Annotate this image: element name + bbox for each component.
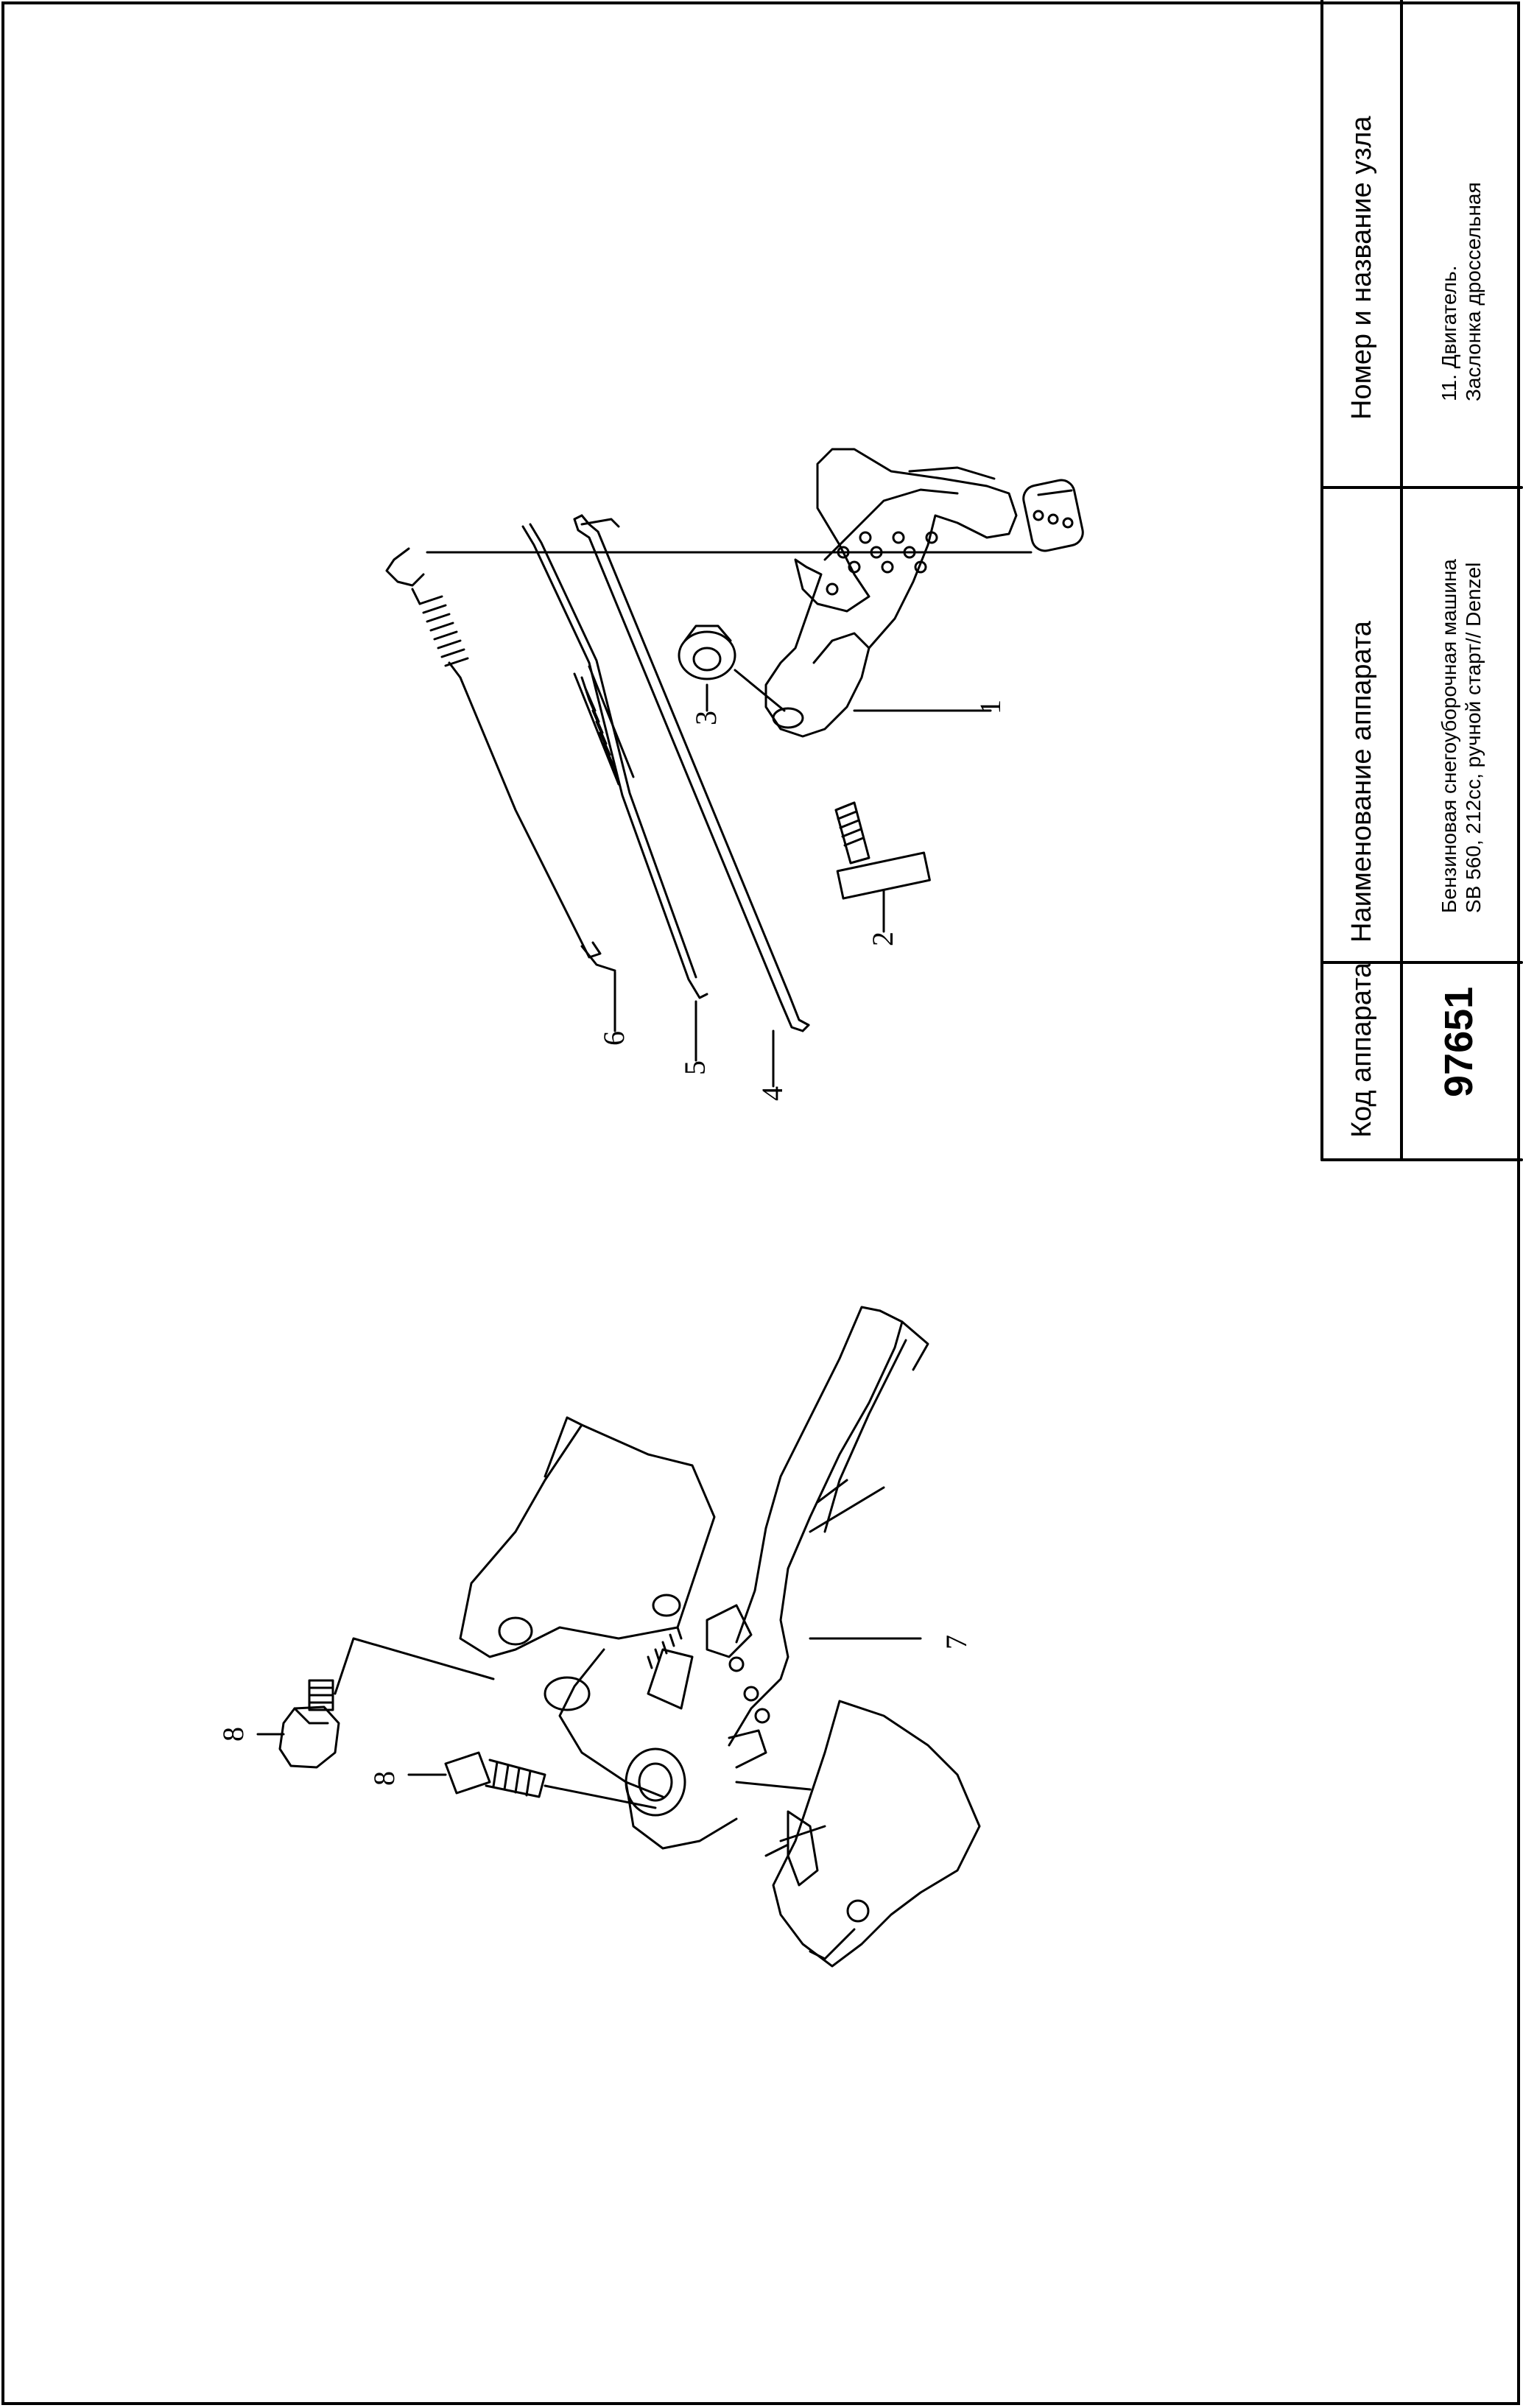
part-8a-bolt (256, 1637, 495, 1769)
callout-7: 7 (940, 1635, 973, 1650)
code-header: Код аппарата (1346, 962, 1377, 1138)
device-name-line2: SB 560, 212сс, ручной старт// Denzel (1462, 562, 1485, 913)
part-3-nut (678, 624, 786, 712)
part-5-spring-rod (521, 523, 708, 1062)
callout-6: 6 (597, 1031, 630, 1046)
name-header: Наименование аппарата (1346, 621, 1377, 943)
callout-5: 5 (678, 1060, 711, 1075)
device-name-line1: Бензиновая снегоуборочная машина (1438, 559, 1460, 913)
callout-4: 4 (756, 1086, 789, 1101)
part-1-throttle-bracket (764, 448, 1084, 738)
unit-name-line1: 11. Двигатель. (1438, 265, 1460, 401)
title-block-grid (1320, 0, 1523, 1161)
callout-1: 1 (974, 700, 1007, 714)
unit-header: Номер и название узла (1346, 116, 1377, 420)
callout-3: 3 (689, 711, 722, 725)
callout-2: 2 (866, 932, 899, 946)
callout-8a: 8 (217, 1727, 250, 1742)
callout-8b: 8 (367, 1771, 401, 1786)
part-6-coil-spring (385, 547, 1033, 1032)
part-7-lever-assembly (459, 1306, 981, 1968)
part-4-throttle-rod (573, 514, 810, 1088)
unit-name-line2: Заслонка дроссельная (1462, 182, 1485, 401)
device-code: 97651 (1437, 986, 1481, 1097)
part-2-screw (834, 801, 931, 933)
part-8b-bolt (407, 1751, 657, 1809)
